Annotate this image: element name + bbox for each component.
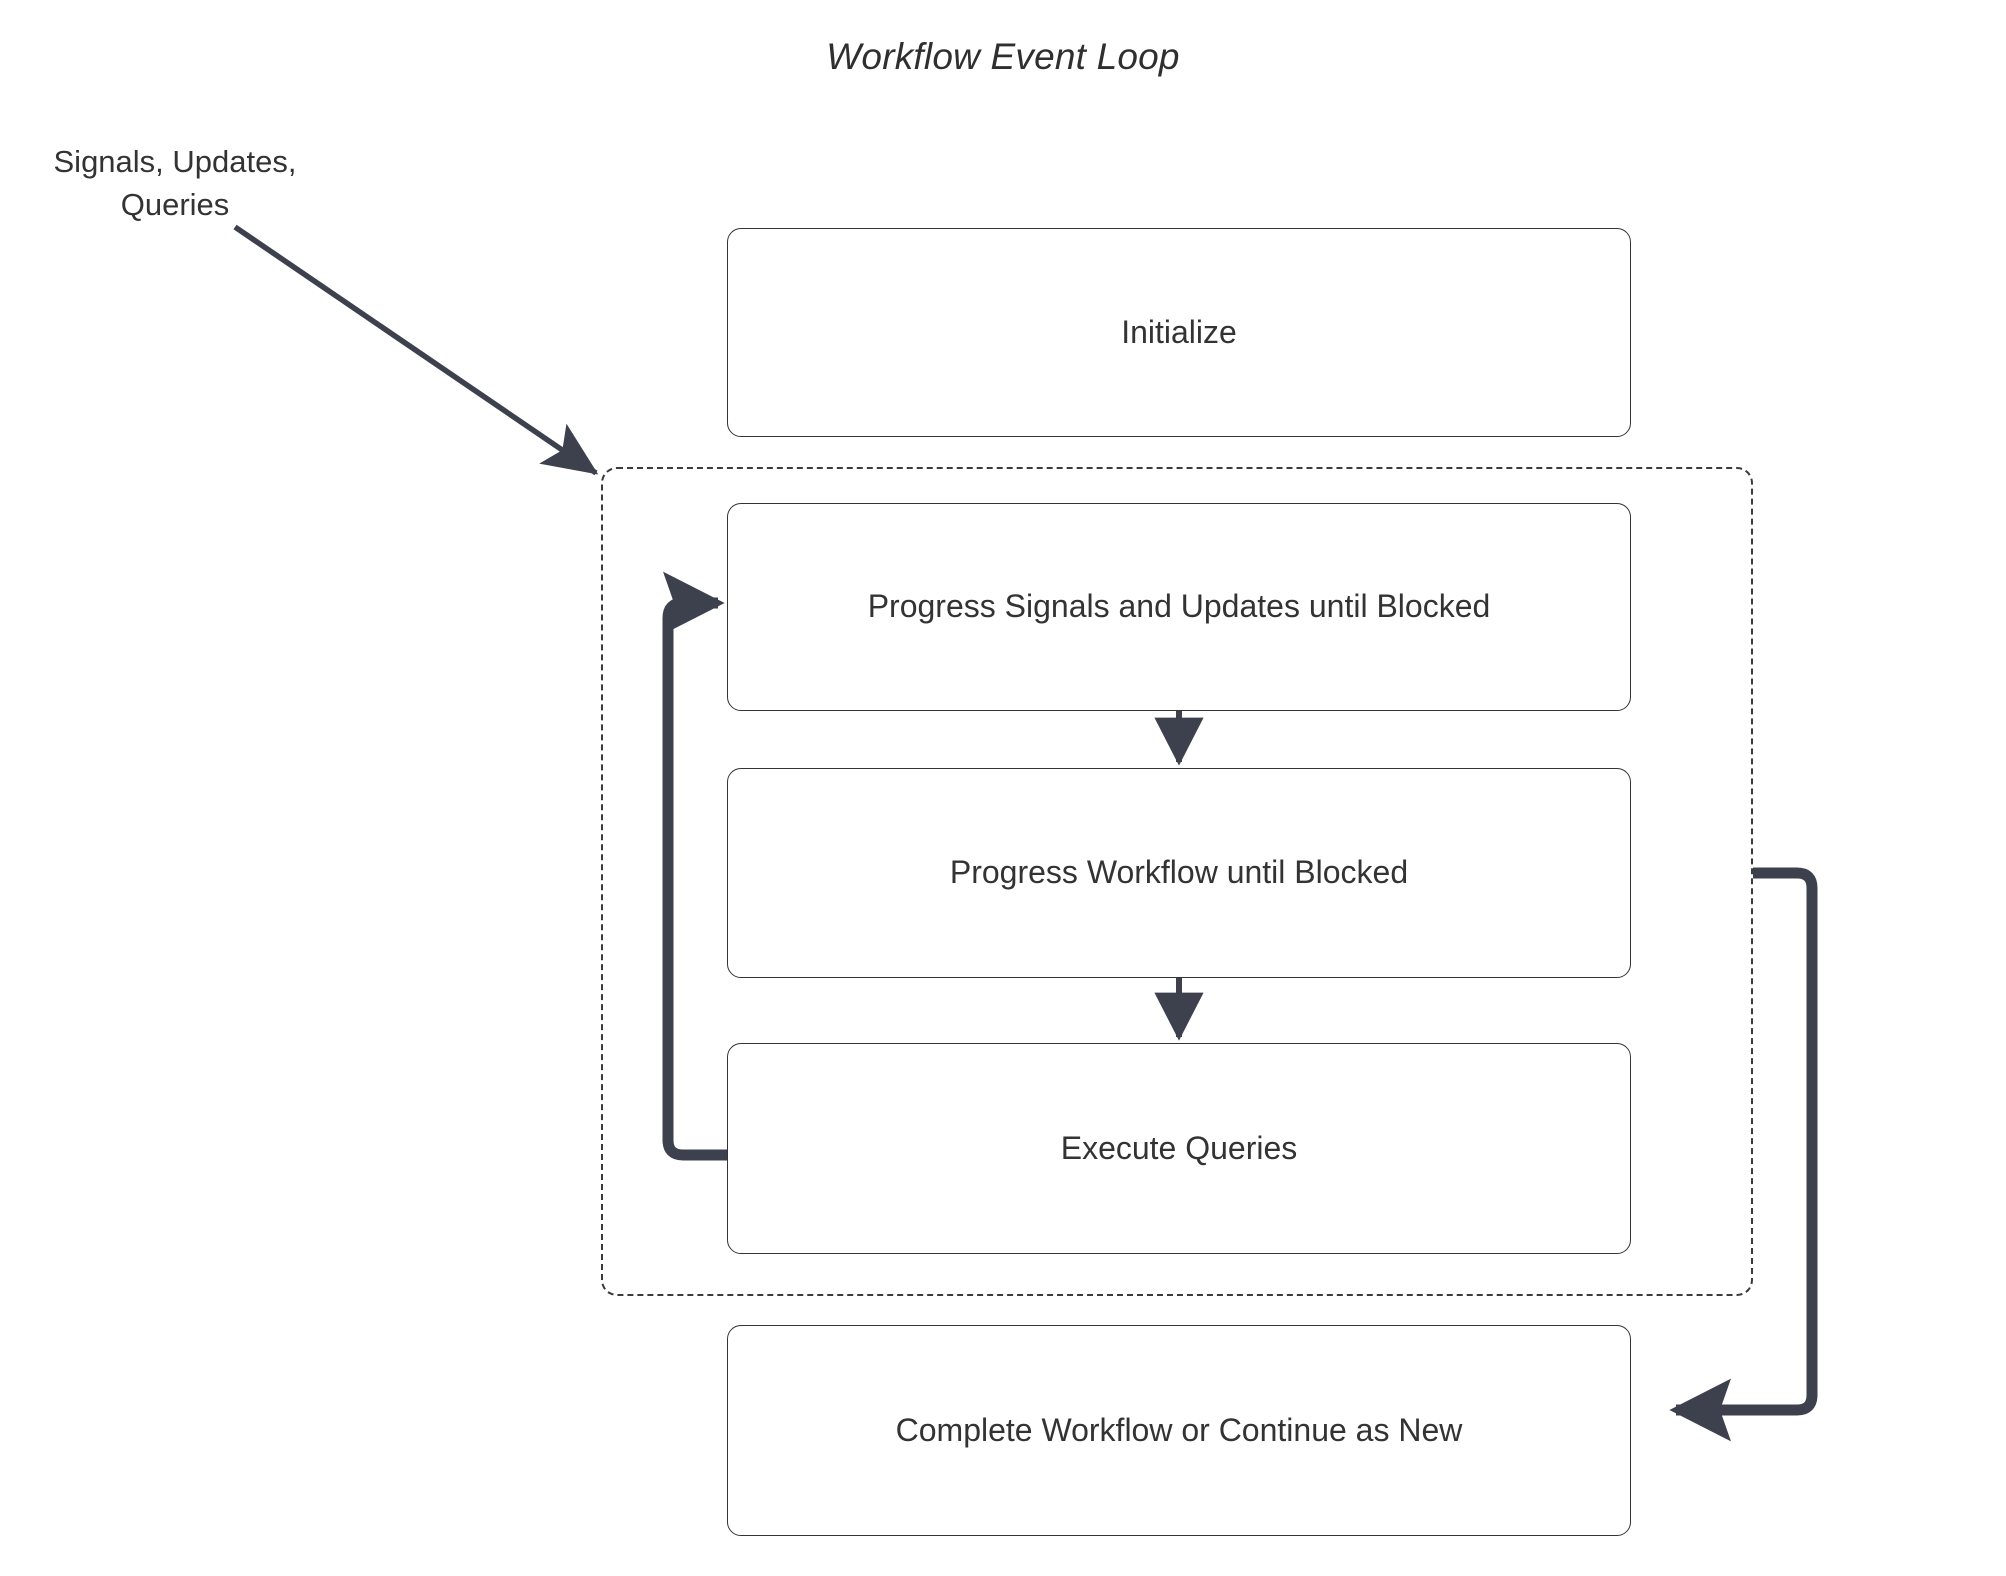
node-progress-workflow-label: Progress Workflow until Blocked bbox=[949, 854, 1409, 891]
node-initialize[interactable]: Initialize bbox=[727, 228, 1631, 437]
node-complete-workflow-label: Complete Workflow or Continue as New bbox=[895, 1411, 1463, 1448]
page-title: Workflow Event Loop bbox=[826, 36, 1180, 77]
node-complete-workflow[interactable]: Complete Workflow or Continue as New bbox=[727, 1325, 1631, 1536]
node-progress-workflow[interactable]: Progress Workflow until Blocked bbox=[727, 768, 1631, 978]
node-progress-signals-and-updates-label: Progress Signals and Updates until Block… bbox=[867, 588, 1491, 625]
edge-input-to-loop bbox=[233, 224, 599, 476]
node-progress-signals-and-updates[interactable]: Progress Signals and Updates until Block… bbox=[727, 503, 1631, 711]
event-loop-group bbox=[601, 467, 1753, 1296]
external-input-label-line-1: Signals, Updates, bbox=[53, 144, 297, 179]
node-initialize-label: Initialize bbox=[1121, 313, 1237, 350]
external-input-label-line-2: Queries bbox=[120, 187, 230, 222]
node-execute-queries-label: Execute Queries bbox=[1060, 1129, 1298, 1166]
node-execute-queries[interactable]: Execute Queries bbox=[727, 1043, 1631, 1254]
external-input-label: Signals, Updates, Queries bbox=[30, 140, 320, 226]
